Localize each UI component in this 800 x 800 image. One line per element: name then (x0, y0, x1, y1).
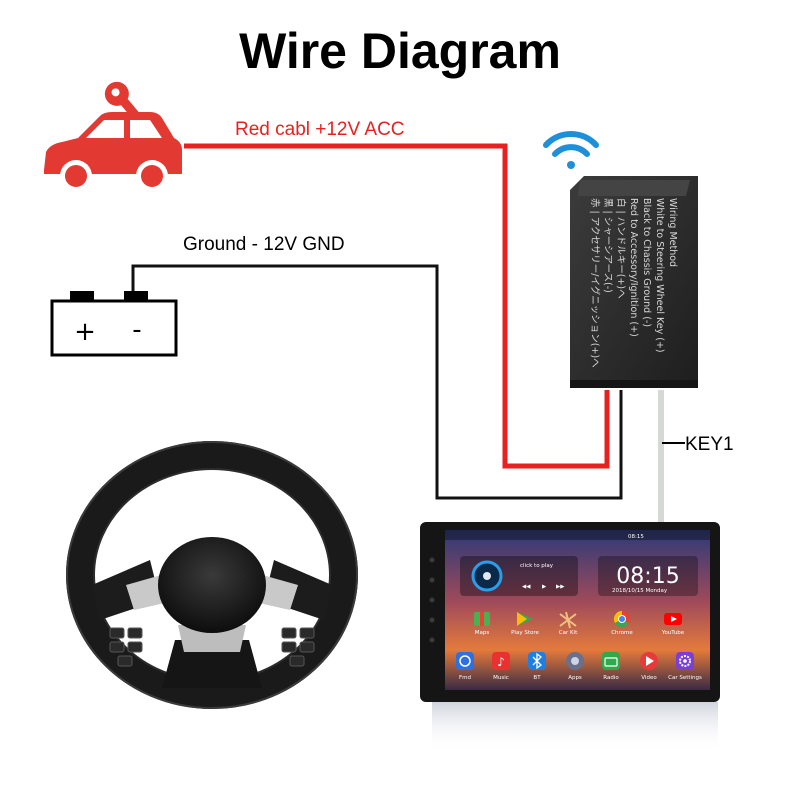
key1-label: KEY1 (685, 434, 734, 455)
app-apps-label: Apps (568, 675, 582, 681)
app-maps-icon[interactable] (474, 612, 490, 626)
app-car-settings-label: Car Settings (668, 675, 702, 681)
date-display: 2018/10/15 Monday (612, 588, 668, 594)
app-bt-icon[interactable] (528, 652, 546, 670)
wifi-icon (543, 131, 599, 169)
page-title: Wire Diagram (239, 23, 561, 79)
media-play-icon[interactable]: ▶ (542, 584, 547, 590)
app-youtube-icon[interactable] (664, 613, 682, 625)
battery-plus-label: + (74, 317, 96, 347)
bezel-button[interactable] (429, 617, 435, 623)
module-line-7: 赤 | アクセサリー/イグニッション(+)へ (589, 198, 601, 368)
app-car-settings-icon[interactable] (676, 652, 694, 670)
module-line-6: 黒 | シャーシアース(-) (602, 198, 613, 293)
app-maps-label: Maps (475, 630, 490, 636)
module-line-1: Wiring Method (667, 198, 678, 267)
battery-icon (50, 291, 178, 357)
app-music-label: Music (493, 675, 509, 681)
car-key-icon (44, 81, 182, 192)
head-unit-image: 08:15 click to play ◀◀ ▶ ▶▶ 08:15 2018/1… (420, 522, 720, 752)
app-car-kit-label: Car Kit (559, 630, 578, 636)
app-fmd-label: Fmd (459, 675, 471, 681)
module-line-5: 白 | ハンドルキー(+)へ (615, 198, 627, 299)
red-acc-wire (184, 143, 610, 469)
app-video-icon[interactable] (640, 652, 658, 670)
app-bt-label: BT (533, 675, 541, 681)
media-next-icon[interactable]: ▶▶ (556, 584, 565, 590)
module-line-3: Black to Chassis Ground (-) (641, 198, 652, 327)
clock-display: 08:15 (616, 564, 679, 589)
app-radio-label: Radio (603, 675, 619, 681)
red-wire-label: Red cabl +12V ACC (235, 119, 405, 140)
control-module-image: Wiring Method White to Steering Wheel Ke… (570, 176, 698, 388)
ground-wire-label: Ground - 12V GND (183, 234, 345, 255)
app-fmd-icon[interactable] (456, 652, 474, 670)
app-chrome-label: Chrome (611, 630, 633, 636)
app-apps-icon[interactable] (566, 652, 584, 670)
bezel-button[interactable] (429, 637, 435, 643)
module-line-4: Red to Accessory/Ignition (+) (628, 198, 639, 337)
svg-text:♪: ♪ (497, 655, 505, 669)
media-prev-icon[interactable]: ◀◀ (522, 584, 531, 590)
bezel-button[interactable] (429, 577, 435, 583)
status-time: 08:15 (628, 534, 644, 540)
battery-minus-label: - (132, 315, 141, 345)
app-youtube-label: YouTube (661, 630, 685, 636)
app-play-store-label: Play Store (511, 630, 539, 636)
app-chrome-icon[interactable] (613, 610, 630, 628)
app-music-icon[interactable]: ♪ (492, 652, 510, 670)
music-widget-label: click to play (520, 563, 554, 569)
ground-wire (131, 264, 623, 500)
bezel-button[interactable] (429, 557, 435, 563)
bezel-button[interactable] (429, 597, 435, 603)
app-play-store-icon[interactable] (517, 612, 533, 626)
module-line-2: White to Steering Wheel Key (+) (654, 198, 665, 353)
app-radio-icon[interactable] (602, 652, 620, 670)
app-video-label: Video (641, 675, 657, 681)
app-car-kit-icon[interactable] (559, 611, 577, 629)
steering-wheel-image (50, 428, 382, 710)
